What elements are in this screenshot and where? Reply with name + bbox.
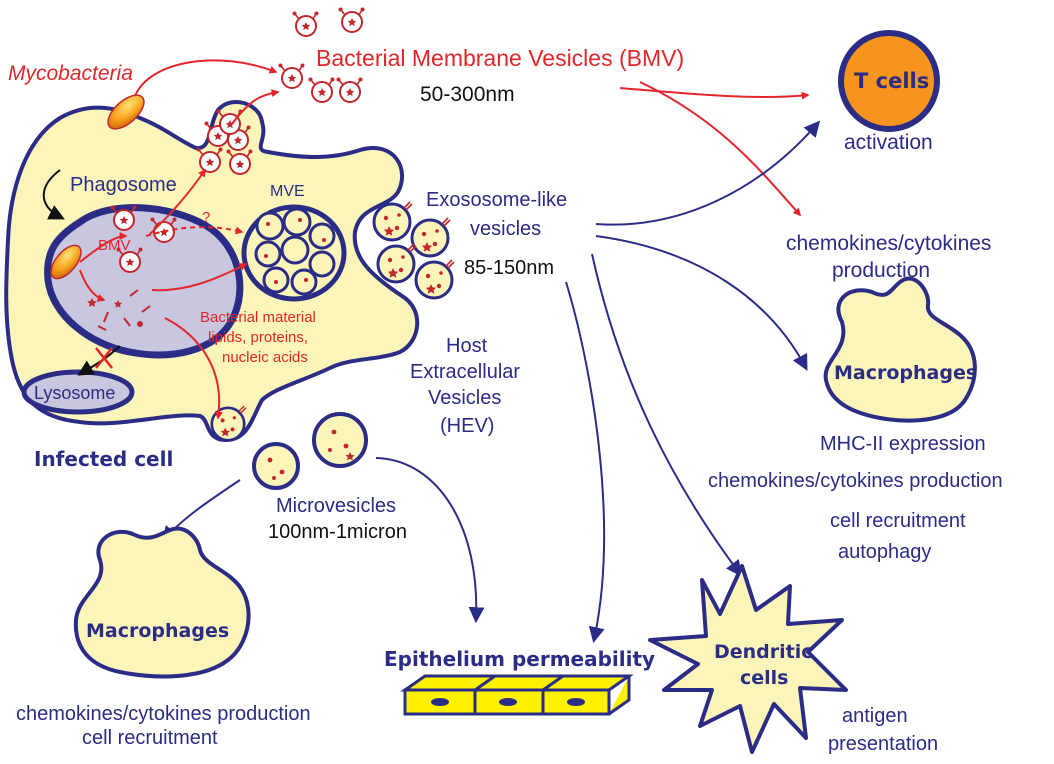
label-activation: activation [844,131,933,154]
label-bacterial-material: Bacterial material [200,309,316,326]
blocked-cross-icon [95,347,113,369]
label-chemokines-production-1: chemokines/cytokines [786,232,991,255]
label-autophagy: autophagy [838,541,931,563]
label-hev-line2: Extracellular [410,361,520,383]
microvesicles-cluster [210,404,368,490]
phagosome [44,204,244,359]
label-bmv-size: 50-300nm [420,83,515,106]
label-chemokines-left: chemokines/cytokines production [16,703,311,725]
epithelium [400,674,634,716]
macrophage-left [73,526,251,679]
label-mhc-ii: MHC-II expression [820,433,986,455]
label-exosome-line2: vesicles [470,218,541,240]
label-bmv-inner: BMV [98,237,131,254]
macrophage-right [823,276,977,423]
label-recruitment-right: cell recruitment [830,510,966,532]
label-macrophages-right: Macrophages [834,362,977,384]
label-macrophages-left: Macrophages [86,620,229,642]
label-bmv-title: Bacterial Membrane Vesicles (BMV) [316,45,684,71]
label-mycobacteria: Mycobacteria [8,62,133,85]
mycobacterium-outside-icon [107,94,145,130]
label-antigen: antigen [842,705,908,727]
label-epithelium: Epithelium permeability [384,647,655,671]
label-hev-line3: Vesicles [428,387,501,409]
mve [241,204,347,302]
label-mve: MVE [270,183,305,200]
label-microvesicles-size: 100nm-1micron [268,521,407,543]
label-exosome-size: 85-150nm [464,257,554,279]
t-cell [838,30,940,132]
label-hev-line4: (HEV) [440,415,494,437]
label-phagosome: Phagosome [70,174,177,196]
label-lysosome: Lysosome [34,383,115,403]
label-lipids-proteins: lipids, proteins, [208,329,308,346]
label-dendritic-cells: cells [740,667,788,689]
label-t-cells: T cells [854,69,929,93]
label-infected-cell: Infected cell [34,447,173,471]
label-microvesicles: Microvesicles [276,495,396,517]
arrows-navy [161,120,821,644]
arrows-black [42,169,121,376]
label-exosome-line1: Exososome-like [426,189,567,211]
label-chemokines-production-2: production [832,259,930,282]
label-dendritic: Dendritic [714,641,813,663]
label-recruitment-left: cell recruitment [82,727,218,749]
mycobacterium-inside-icon [50,244,82,280]
label-chemokines-right: chemokines/cytokines production [708,470,1003,492]
label-question: ? [202,209,210,226]
label-nucleic-acids: nucleic acids [222,349,308,366]
label-hev-line1: Host [446,335,488,357]
label-presentation: presentation [828,733,938,755]
dendritic-cell [648,564,848,754]
arrows-red [79,59,810,420]
